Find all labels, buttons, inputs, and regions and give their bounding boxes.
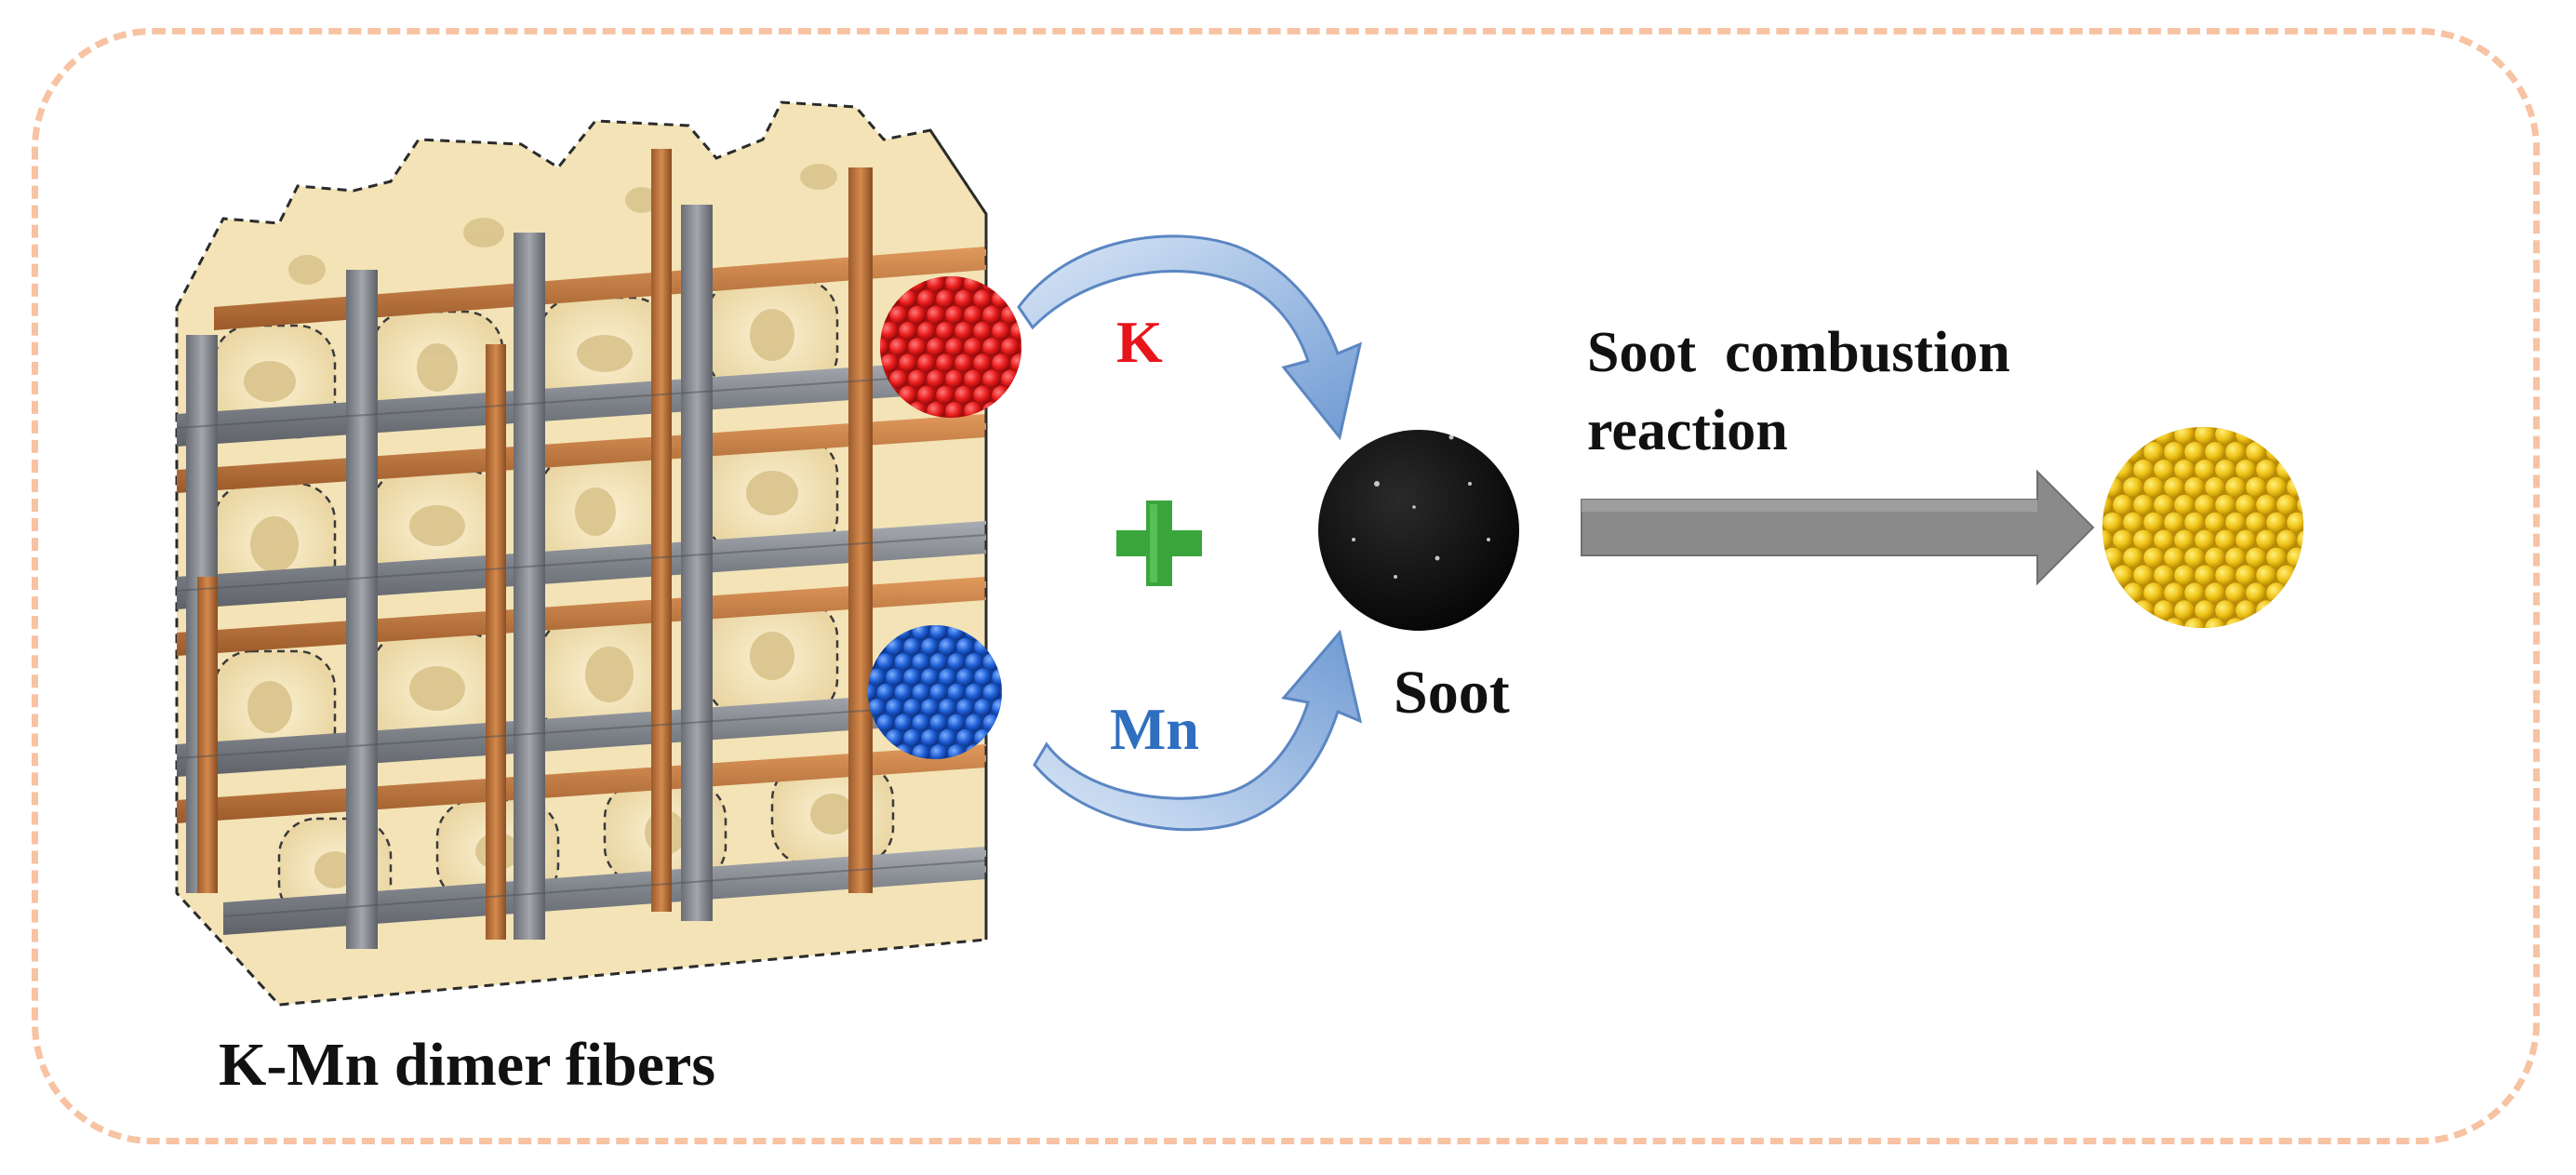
reaction-label-line1: Soot combustion bbox=[1587, 321, 2010, 384]
soot-label: Soot bbox=[1394, 659, 1510, 727]
product-particle bbox=[2102, 427, 2303, 628]
curved-arrow-up-icon bbox=[1033, 629, 1363, 832]
right-arrow-icon bbox=[1581, 469, 2095, 586]
reaction-label-line2: reaction bbox=[1587, 398, 1788, 462]
curved-arrow-down-icon bbox=[1017, 234, 1363, 441]
fibers-label: K-Mn dimer fibers bbox=[219, 1031, 716, 1099]
dashed-border-frame bbox=[32, 28, 2540, 1144]
soot-particle bbox=[1318, 430, 1519, 631]
plus-icon bbox=[1116, 501, 1202, 586]
fiber-mesh-illustration bbox=[175, 100, 988, 1007]
k-label: K bbox=[1116, 309, 1163, 375]
reaction-label: Soot combustion reaction bbox=[1587, 314, 2010, 470]
mn-label: Mn bbox=[1110, 696, 1199, 762]
